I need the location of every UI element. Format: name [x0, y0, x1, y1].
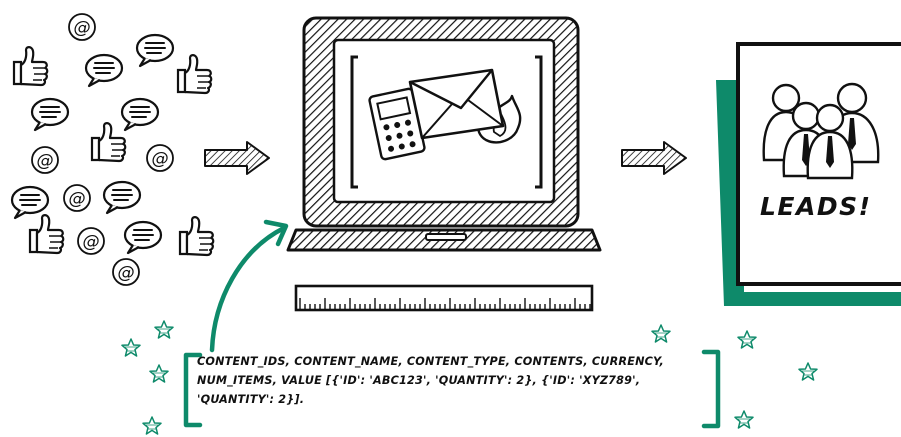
leads-label: LEADS!: [760, 192, 872, 221]
code-line: 'QUANTITY': 2}].: [197, 390, 717, 409]
speech-bubble-icon: [125, 222, 161, 253]
at-sign-icon: [78, 228, 104, 254]
at-sign-icon: [69, 14, 95, 40]
at-sign-icon: [147, 145, 173, 171]
arrow-icon: [205, 142, 269, 174]
thumbs-up-icon: [180, 217, 213, 255]
at-sign-icon: [113, 259, 139, 285]
speech-bubble-icon: [32, 99, 68, 130]
at-sign-icon: [64, 185, 90, 211]
speech-bubble-icon: [122, 99, 158, 130]
curved-arrow-icon: [212, 222, 286, 350]
thumbs-up-icon: [92, 123, 125, 161]
envelope-icon: [410, 70, 503, 138]
star-icon: [143, 417, 161, 434]
star-icon: [122, 339, 140, 356]
speech-bubble-icon: [137, 35, 173, 66]
thumbs-up-icon: [178, 55, 211, 93]
arrow-icon: [622, 142, 686, 174]
social-cluster: [12, 14, 213, 285]
ruler-illustration: [296, 286, 592, 310]
code-line: NUM_ITEMS, VALUE [{'ID': 'ABC123', 'QUAN…: [197, 371, 717, 390]
code-line: CONTENT_IDS, CONTENT_NAME, CONTENT_TYPE,…: [197, 352, 717, 371]
speech-bubble-icon: [12, 187, 48, 218]
star-icon: [738, 331, 756, 348]
thumbs-up-icon: [14, 47, 47, 85]
code-text: CONTENT_IDS, CONTENT_NAME, CONTENT_TYPE,…: [197, 352, 717, 409]
thumbs-up-icon: [30, 215, 63, 253]
star-icon: [799, 363, 817, 380]
speech-bubble-icon: [86, 55, 122, 86]
speech-bubble-icon: [104, 182, 140, 213]
at-sign-icon: [32, 147, 58, 173]
star-icon: [735, 411, 753, 428]
star-icon: [150, 365, 168, 382]
star-icon: [155, 321, 173, 338]
star-icon: [652, 325, 670, 342]
